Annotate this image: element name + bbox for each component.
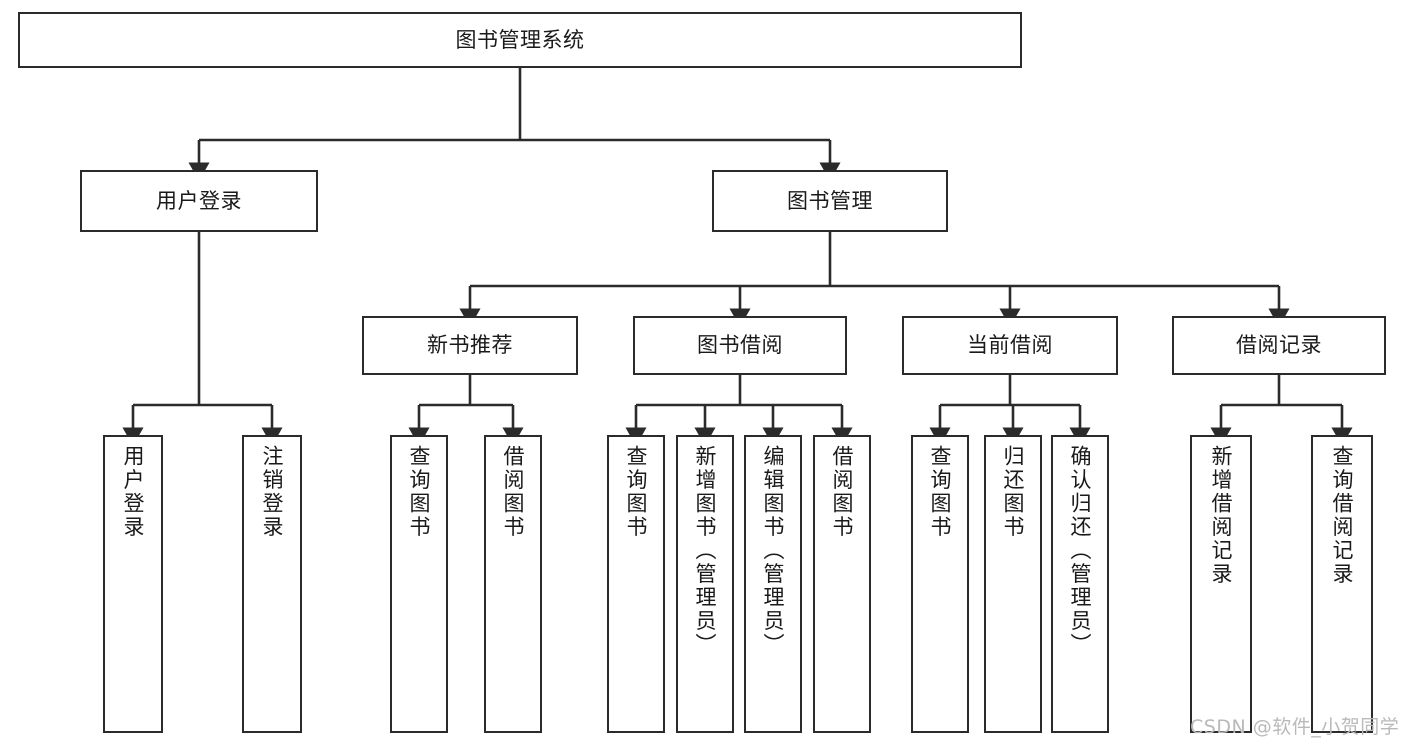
node-leaf-borrow-do[interactable]: 借阅图书 [813, 435, 871, 733]
csdn-watermark: CSDN @软件_小贺同学 [1190, 716, 1400, 738]
node-leaf-rec-add[interactable]: 新增借阅记录 [1190, 435, 1252, 733]
node-label-leaf-cur-return: 归还图书 [1001, 445, 1026, 539]
node-user-login[interactable]: 用户登录 [80, 170, 318, 232]
node-label-leaf-cur-query: 查询图书 [928, 445, 953, 539]
node-leaf-borrow-add[interactable]: 新增图书（管理员） [676, 435, 734, 733]
node-leaf-rec-borrow[interactable]: 借阅图书 [484, 435, 542, 733]
node-label-new-book-rec: 新书推荐 [427, 333, 513, 358]
node-leaf-cur-query[interactable]: 查询图书 [911, 435, 969, 733]
node-label-user-login: 用户登录 [156, 188, 242, 213]
node-label-leaf-borrow-edit: 编辑图书（管理员） [761, 445, 786, 657]
node-book-borrow[interactable]: 图书借阅 [633, 316, 847, 375]
node-label-leaf-borrow-do: 借阅图书 [830, 445, 855, 539]
node-leaf-cur-return[interactable]: 归还图书 [984, 435, 1042, 733]
node-book-manage[interactable]: 图书管理 [712, 170, 948, 232]
node-label-current-borrow: 当前借阅 [967, 333, 1053, 358]
node-leaf-cur-confirm[interactable]: 确认归还（管理员） [1051, 435, 1109, 733]
node-label-leaf-user-logout: 注销登录 [260, 445, 285, 539]
node-label-leaf-borrow-add: 新增图书（管理员） [693, 445, 718, 657]
node-label-leaf-rec-borrow: 借阅图书 [501, 445, 526, 539]
node-leaf-borrow-query[interactable]: 查询图书 [607, 435, 665, 733]
node-label-leaf-borrow-query: 查询图书 [624, 445, 649, 539]
node-label-leaf-cur-confirm: 确认归还（管理员） [1068, 445, 1093, 657]
node-label-book-manage: 图书管理 [787, 188, 873, 213]
node-root[interactable]: 图书管理系统 [18, 12, 1022, 68]
node-leaf-user-logout[interactable]: 注销登录 [242, 435, 302, 733]
node-label-leaf-rec-add: 新增借阅记录 [1209, 445, 1234, 586]
node-borrow-record[interactable]: 借阅记录 [1172, 316, 1386, 375]
node-label-root: 图书管理系统 [455, 27, 585, 52]
node-label-leaf-rec-query2: 查询借阅记录 [1330, 445, 1355, 586]
node-label-borrow-record: 借阅记录 [1236, 333, 1322, 358]
node-current-borrow[interactable]: 当前借阅 [902, 316, 1118, 375]
node-leaf-rec-query[interactable]: 查询图书 [390, 435, 448, 733]
node-label-book-borrow: 图书借阅 [697, 333, 783, 358]
node-leaf-rec-query2[interactable]: 查询借阅记录 [1311, 435, 1373, 733]
node-new-book-rec[interactable]: 新书推荐 [362, 316, 578, 375]
node-label-leaf-user-login: 用户登录 [121, 445, 146, 539]
node-leaf-user-login[interactable]: 用户登录 [103, 435, 163, 733]
node-leaf-borrow-edit[interactable]: 编辑图书（管理员） [744, 435, 802, 733]
node-label-leaf-rec-query: 查询图书 [407, 445, 432, 539]
